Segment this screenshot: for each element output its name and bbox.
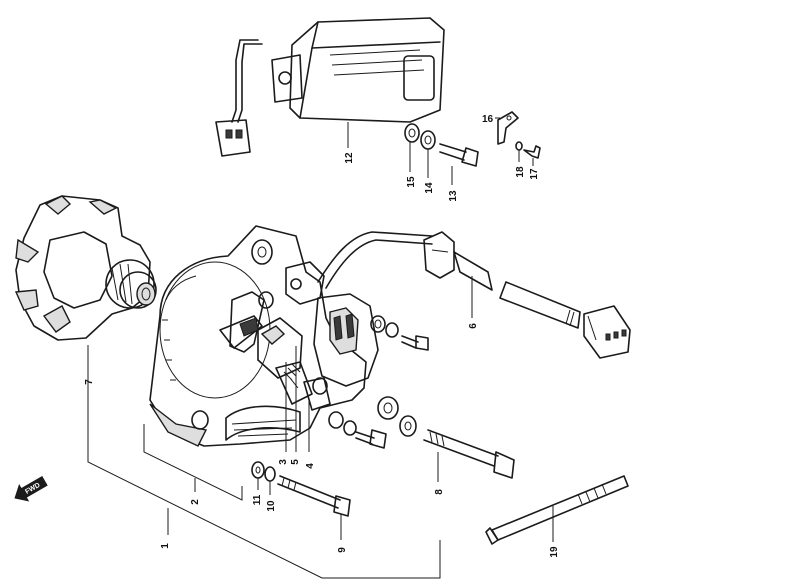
rotor [14, 195, 157, 341]
callout-labels: 1 2 3 5 4 6 7 8 9 10 11 12 13 14 15 16 1… [84, 114, 560, 558]
callout-13: 13 [448, 190, 459, 202]
callout-9: 9 [337, 547, 348, 553]
callout-10: 10 [266, 500, 277, 512]
cable-tie [485, 475, 629, 545]
screw-17 [523, 145, 541, 159]
leader-lines [87, 117, 554, 542]
callout-18: 18 [515, 166, 526, 178]
callout-12: 12 [344, 152, 355, 164]
callout-17: 17 [529, 168, 540, 180]
washer-10 [264, 466, 276, 482]
callout-19: 19 [549, 546, 560, 558]
callout-14: 14 [424, 182, 435, 194]
bolt-8 [423, 429, 515, 479]
washer-15 [404, 123, 420, 143]
callout-2: 2 [190, 499, 201, 505]
callout-5: 5 [290, 459, 301, 465]
bolt-9 [277, 475, 351, 517]
stator-lead-wire [317, 231, 631, 359]
callout-4: 4 [305, 463, 316, 469]
callout-3: 3 [278, 459, 289, 465]
callout-7: 7 [84, 379, 95, 385]
callout-6: 6 [468, 323, 479, 329]
washer-14 [420, 130, 436, 150]
callout-1: 1 [160, 543, 171, 549]
washer-11 [251, 461, 265, 479]
stator-screws [328, 315, 429, 449]
bolt-13 [439, 143, 479, 167]
callout-16: 16 [482, 114, 494, 125]
callout-15: 15 [406, 176, 417, 188]
regulator-rectifier [215, 17, 445, 157]
forward-direction-arrow: FWD [14, 475, 48, 502]
stator-connector [285, 261, 379, 387]
brush-holder [257, 317, 331, 411]
callout-11: 11 [252, 494, 263, 505]
clamp-16 [497, 111, 519, 145]
stator-assembly [149, 225, 367, 447]
washer-18 [515, 141, 523, 151]
group-bracket-1 [87, 346, 441, 579]
callout-8: 8 [434, 489, 445, 495]
group-bracket-2 [143, 424, 243, 501]
